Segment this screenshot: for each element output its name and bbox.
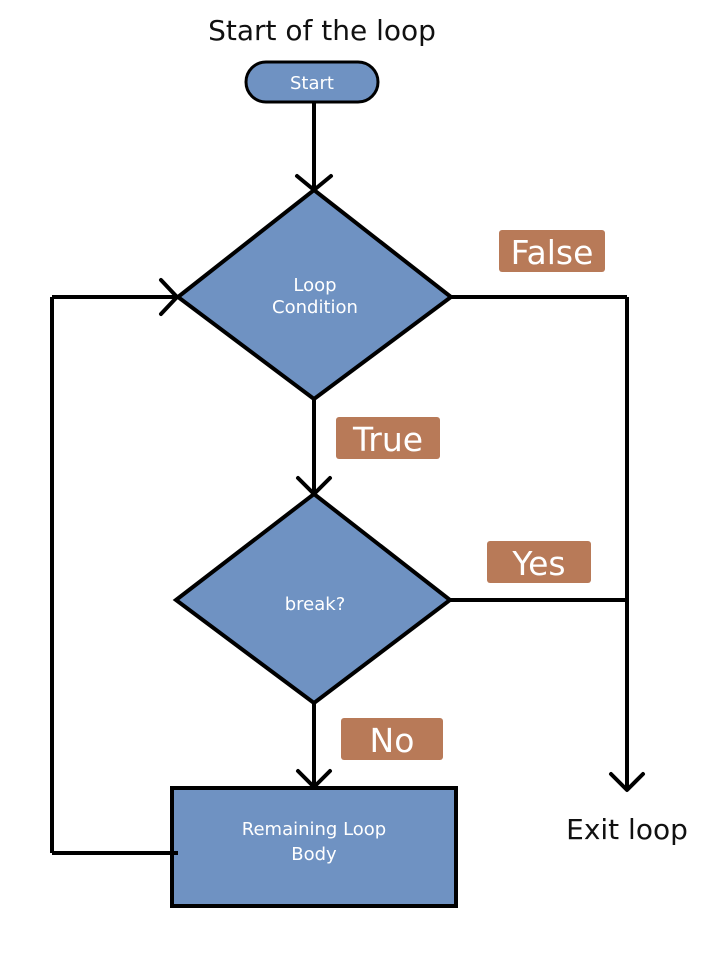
false-badge (499, 230, 605, 272)
remaining-loop-body-box (170, 786, 458, 908)
remaining-loop-body-label-line2: Body (291, 844, 337, 865)
loop-condition-label-line1: Loop (293, 275, 336, 296)
loop-condition-label-line2: Condition (272, 297, 358, 318)
exit-arrowhead (609, 772, 645, 792)
true-badge (336, 417, 440, 459)
remaining-loop-body-label-line1: Remaining Loop (242, 819, 386, 840)
yes-badge (487, 541, 591, 583)
no-badge (341, 718, 443, 760)
yes-badge-label: Yes (511, 544, 565, 583)
true-badge-label: True (352, 420, 423, 459)
start-caption: Start of the loop (208, 14, 436, 47)
loop-back-arrowhead (159, 278, 179, 316)
break-diamond-label: break? (285, 594, 346, 615)
start-node-label: Start (290, 73, 334, 94)
false-badge-label: False (511, 233, 594, 272)
exit-caption: Exit loop (566, 813, 688, 846)
no-badge-label: No (370, 721, 415, 760)
